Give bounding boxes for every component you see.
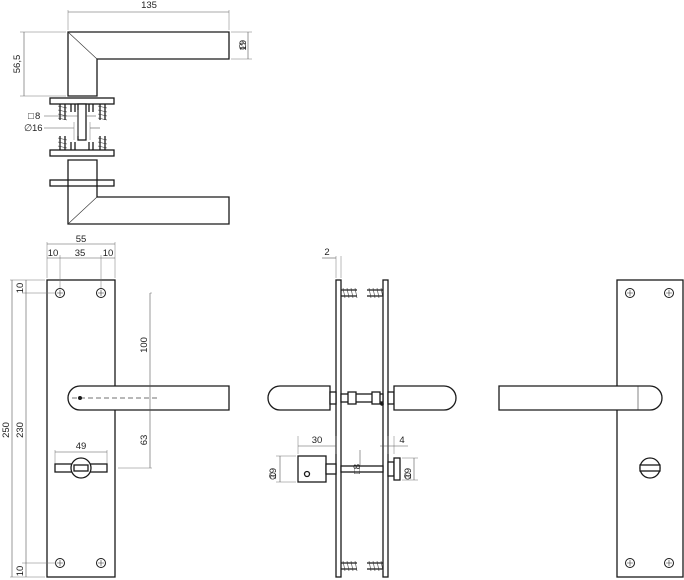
dim-spindle-square: 8 — [35, 111, 40, 122]
spindle-bar — [49, 179, 115, 187]
dim-spindle-offset: 4 — [399, 435, 404, 446]
dim-center-distance: 63 — [139, 435, 150, 446]
dim-spindle-length: 30 — [312, 435, 323, 446]
dim-plate-width: 55 — [76, 234, 87, 245]
front-plate-outline — [46, 279, 116, 578]
dim-plate-thickness: 2 — [324, 247, 329, 258]
lower-screws — [57, 136, 108, 150]
back-lever — [498, 385, 663, 411]
side-view: 2 30 — [267, 247, 457, 578]
dim-handle-diameter: 19 — [238, 40, 249, 51]
dim-wc-width: 49 — [76, 441, 87, 452]
dim-side-diameter-right: 19 — [403, 468, 414, 479]
dim-handle-height: 56,5 — [12, 55, 23, 74]
back-plate-view — [498, 279, 684, 578]
side-lever-left — [267, 385, 331, 411]
wc-spindle-side — [340, 465, 384, 473]
dim-edge-top: 10 — [15, 283, 26, 294]
side-plate-left — [335, 279, 342, 578]
dim-side-diameter-right-symbol: ∅ — [403, 472, 414, 480]
back-plate-outline — [616, 279, 684, 578]
square-spindle — [77, 103, 87, 141]
dim-handle-to-center: 100 — [139, 337, 150, 353]
dim-rose-diameter-symbol: ∅ — [24, 123, 32, 134]
dim-edge-left: 10 — [48, 248, 59, 259]
upper-rose-plate — [49, 97, 115, 105]
back-screw-holes — [625, 288, 674, 568]
dim-side-diameter-left-symbol: ∅ — [268, 472, 279, 480]
lower-lever-outline — [67, 159, 230, 225]
side-spindle — [340, 393, 384, 403]
wc-indicator-slot — [639, 464, 661, 472]
side-lever-right — [393, 385, 457, 411]
dim-edge-right: 10 — [103, 248, 114, 259]
dim-plate-height: 250 — [1, 422, 12, 438]
side-screws — [341, 287, 384, 572]
dim-hole-spacing-width: 35 — [75, 248, 86, 259]
lower-rose-plate — [49, 149, 115, 157]
dim-side-diameter-left: 19 — [268, 468, 279, 479]
wc-turn-slot — [73, 464, 89, 472]
dim-rose-diameter: 16 — [32, 123, 43, 134]
upper-lever-bevel — [67, 31, 98, 60]
dim-spindle-square-symbol: □ — [28, 111, 34, 122]
dim-handle-length: 135 — [141, 0, 157, 11]
side-plate-right — [382, 279, 389, 578]
dim-edge-bottom: 10 — [15, 566, 26, 577]
dim-hole-spacing-height: 230 — [15, 422, 26, 438]
dim-wc-spindle-square-symbol: □ — [352, 468, 363, 474]
wc-knob-side — [297, 455, 327, 483]
top-handle-view: 135 56,5 ∅ 19 □ 8 ∅ — [12, 0, 252, 225]
front-plate-view: 55 10 35 10 250 10 230 10 100 63 49 — [1, 234, 230, 578]
dim-handle-diameter-symbol: ∅ — [238, 42, 249, 50]
front-screw-holes — [55, 288, 106, 568]
upper-screws — [57, 104, 108, 121]
dim-wc-spindle: 8 — [352, 464, 363, 469]
upper-lever-outline — [67, 31, 230, 97]
lower-lever-bevel — [67, 196, 98, 225]
